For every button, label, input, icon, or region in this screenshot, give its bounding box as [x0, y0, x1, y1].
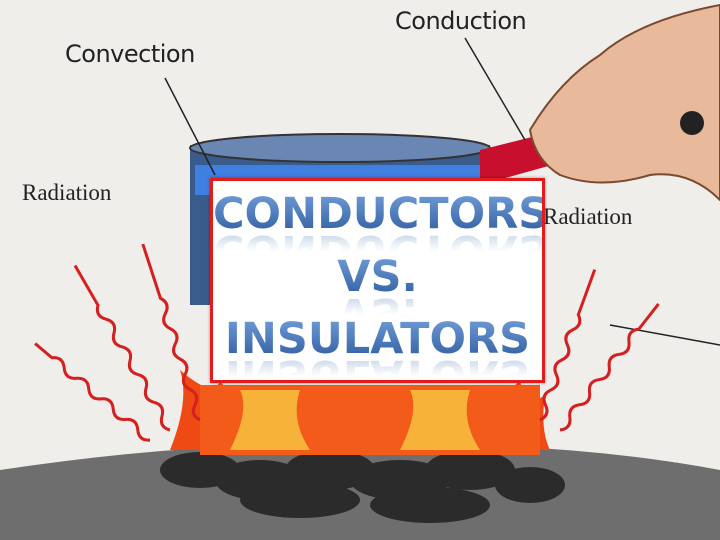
radiation-right-label: Radiation: [543, 204, 633, 229]
radiation-arrows: [34, 243, 660, 442]
title-line-2: VS.: [213, 256, 542, 299]
conduction-label: Conduction: [395, 7, 527, 35]
convection-label: Convection: [65, 40, 195, 68]
coals: [160, 450, 565, 523]
title-line-3: INSULATORS: [213, 318, 542, 361]
title-line-1: CONDUCTORS: [213, 189, 550, 239]
radiation-left-label: Radiation: [22, 180, 112, 205]
leader-lines: [164, 37, 720, 346]
hand: [528, 3, 720, 202]
flames: [170, 370, 550, 455]
title-box: CONDUCTORS VS. INSULATORS: [210, 178, 550, 383]
